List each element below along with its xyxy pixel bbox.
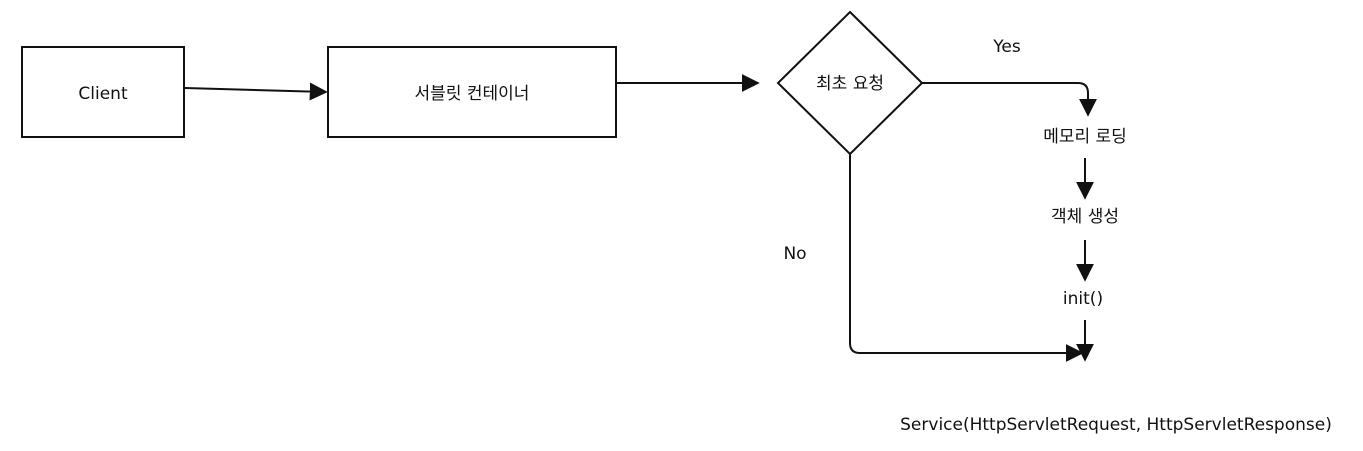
client-label: Client — [78, 84, 128, 104]
no-label: No — [783, 244, 806, 264]
servlet-container-node: 서블릿 컨테이너 — [327, 46, 617, 138]
service-label: Service(HttpServletRequest, HttpServletR… — [900, 415, 1332, 435]
init-label: init() — [1063, 289, 1103, 309]
servlet-container-label: 서블릿 컨테이너 — [415, 84, 530, 104]
memory-loading-label: 메모리 로딩 — [1043, 127, 1127, 147]
yes-label: Yes — [992, 37, 1021, 57]
decision-label: 최초 요청 — [816, 74, 884, 94]
client-node: Client — [21, 46, 185, 138]
arrow-client-to-container — [184, 82, 328, 101]
client-box — [21, 46, 185, 138]
arrow-no-branch — [849, 154, 1084, 362]
arrow-yes-branch — [922, 82, 1097, 117]
decision-node: 최초 요청 — [776, 10, 924, 156]
object-creation-label: 객체 생성 — [1051, 207, 1119, 227]
servlet-container-box — [327, 46, 617, 138]
